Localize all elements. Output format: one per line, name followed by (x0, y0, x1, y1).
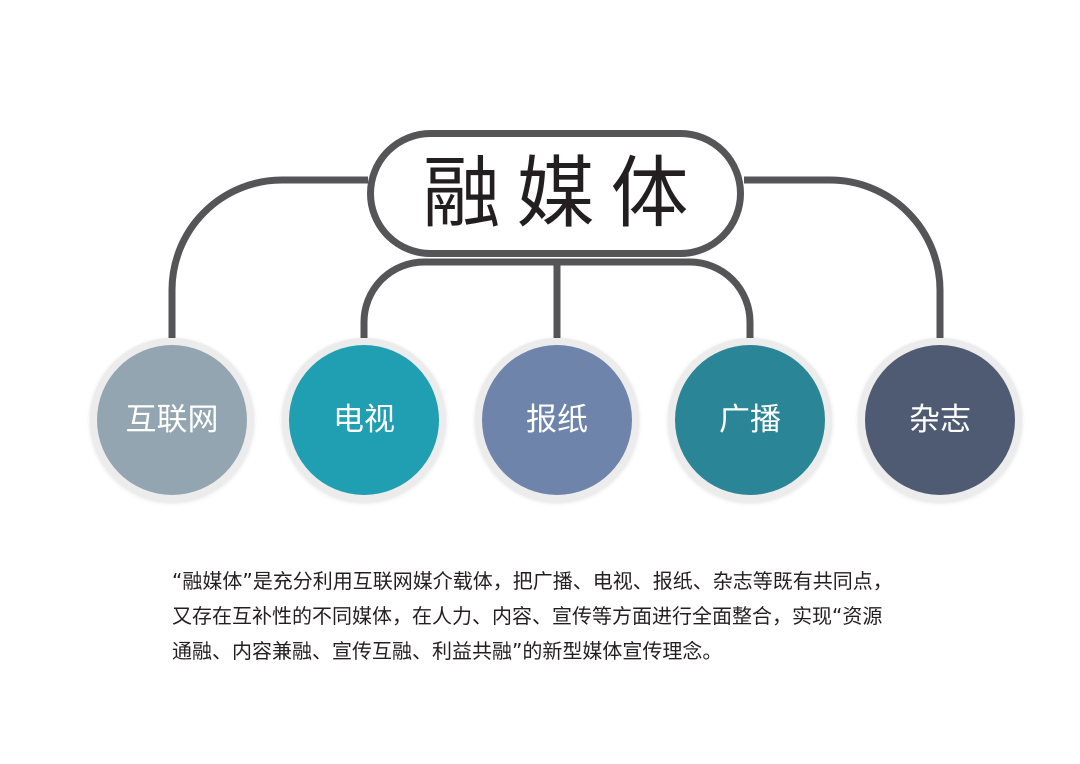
description-line-3: 通融、内容兼融、宣传互融、利益共融”的新型媒体宣传理念。 (172, 639, 723, 663)
node-radio-circle: 广播 (675, 345, 825, 495)
connector-internet (168, 176, 368, 338)
node-internet: 互联网 (90, 338, 254, 502)
node-newspaper-circle: 报纸 (482, 345, 632, 495)
connector-magazine (744, 176, 944, 338)
node-tv: 电视 (282, 338, 446, 502)
node-newspaper: 报纸 (475, 338, 639, 502)
node-magazine: 杂志 (858, 338, 1022, 502)
node-newspaper-label: 报纸 (526, 401, 588, 438)
description-line-2: 又存在互补性的不同媒体，在人力、内容、宣传等方面进行全面整合，实现“资源 (172, 604, 883, 628)
diagram-title: 融媒体 (422, 148, 705, 239)
node-magazine-circle: 杂志 (865, 345, 1015, 495)
node-internet-label: 互联网 (125, 401, 219, 438)
connector-tv (360, 258, 557, 338)
title-pill: 融媒体 (367, 130, 744, 257)
node-radio-label: 广播 (719, 401, 781, 438)
node-tv-label: 电视 (333, 401, 395, 438)
node-magazine-label: 杂志 (909, 401, 971, 438)
description-text: “融媒体”是充分利用互联网媒介载体，把广播、电视、报纸、杂志等既有共同点， 又存… (172, 564, 972, 669)
node-internet-circle: 互联网 (97, 345, 247, 495)
node-tv-circle: 电视 (289, 345, 439, 495)
connector-radio (557, 258, 754, 338)
node-radio: 广播 (668, 338, 832, 502)
description-line-1: “融媒体”是充分利用互联网媒介载体，把广播、电视、报纸、杂志等既有共同点， (172, 569, 893, 593)
